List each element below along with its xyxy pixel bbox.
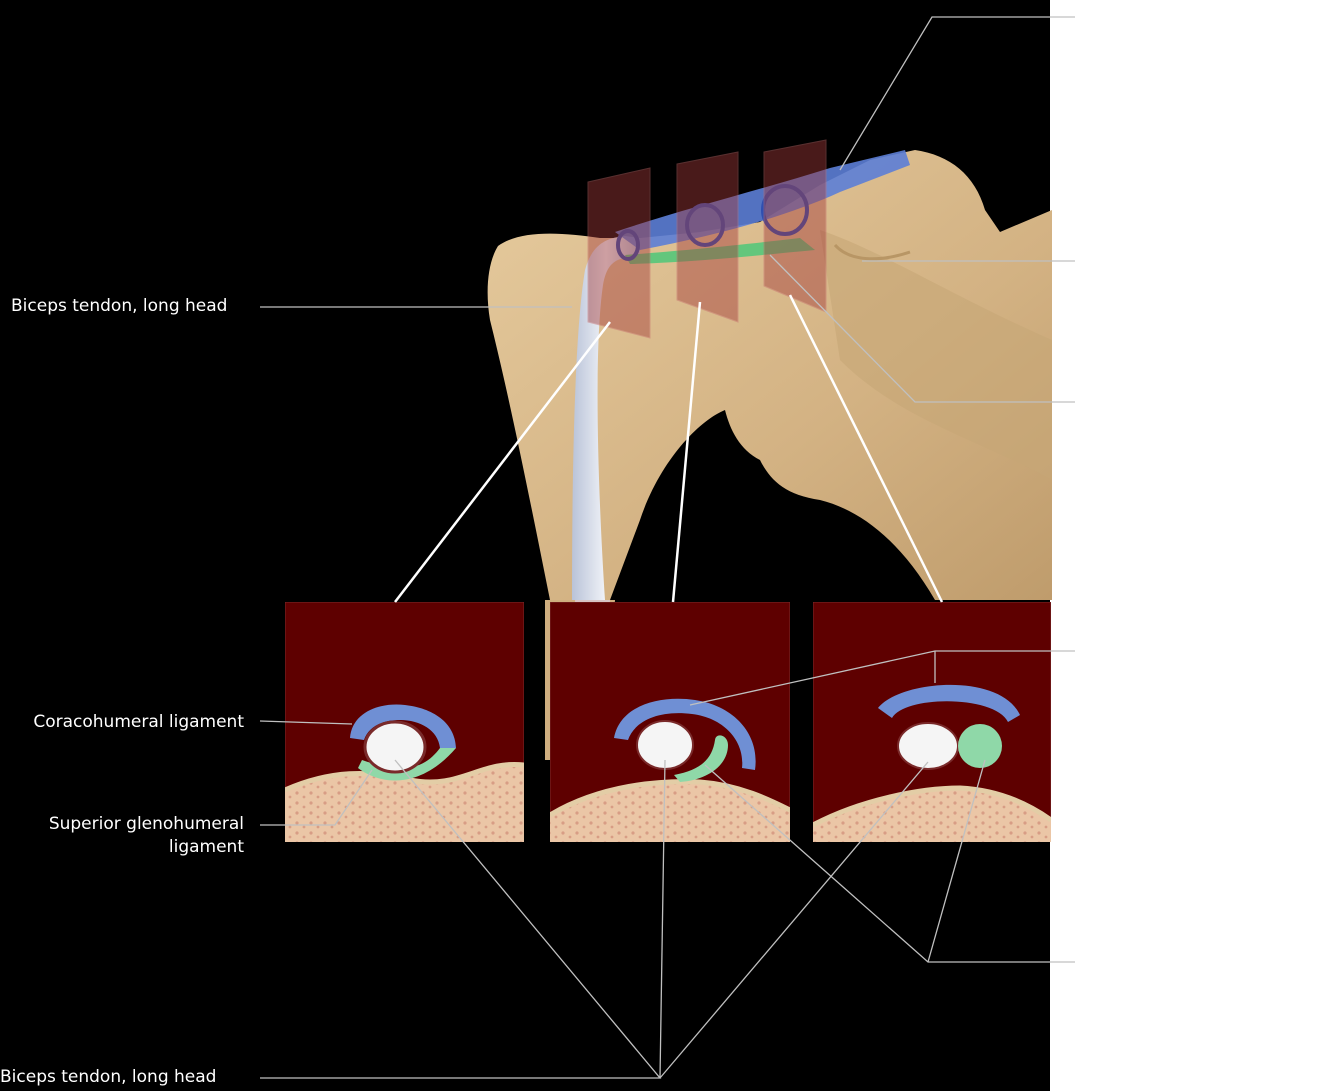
label-superior-glenohumeral-green: Superior glenohumeral ligament (green)	[1093, 391, 1288, 437]
section-plane-1	[588, 168, 650, 338]
cross-section-panel-1	[285, 602, 524, 842]
label-line: ligament	[1093, 976, 1288, 999]
label-line: Superior glenohumeral	[49, 813, 244, 836]
label-biceps-tendon-top: Biceps tendon, long head	[11, 295, 227, 318]
label-superior-glenohumeral-right: Superior glenohumeral ligament	[1093, 953, 1288, 999]
label-line: Superior glenohumeral	[1093, 953, 1288, 976]
label-line: Coracoid process	[1093, 249, 1239, 272]
label-coracohumeral-ligament-left: Coracohumeral ligament	[33, 711, 244, 734]
cross-section-panel-3	[813, 602, 1051, 842]
label-line: ligament (green)	[1093, 414, 1288, 437]
label-coracoid-process: Coracoid process	[1093, 249, 1239, 272]
label-line: Biceps tendon, long head	[0, 1066, 216, 1089]
label-superior-glenohumeral-left: Superior glenohumeral ligament	[49, 813, 244, 859]
label-coracohumeral-ligament-right: Coracohumeral ligament	[1093, 641, 1304, 664]
label-line: Biceps tendon, long head	[11, 295, 227, 318]
section-plane-3	[764, 140, 826, 312]
label-coracohumeral-ligament-blue: Coracohumeral ligament (blue)	[1093, 7, 1304, 53]
label-line: Coracohumeral ligament	[1093, 7, 1304, 30]
section-plane-2	[677, 152, 738, 322]
label-line: (blue)	[1093, 30, 1304, 53]
cross-section-panel-2	[550, 602, 790, 842]
label-biceps-tendon-bottom: Biceps tendon, long head	[0, 1066, 216, 1089]
label-line: Superior glenohumeral	[1093, 391, 1288, 414]
label-line: Coracohumeral ligament	[33, 711, 244, 734]
label-line: Coracohumeral ligament	[1093, 641, 1304, 664]
label-line: ligament	[49, 836, 244, 859]
